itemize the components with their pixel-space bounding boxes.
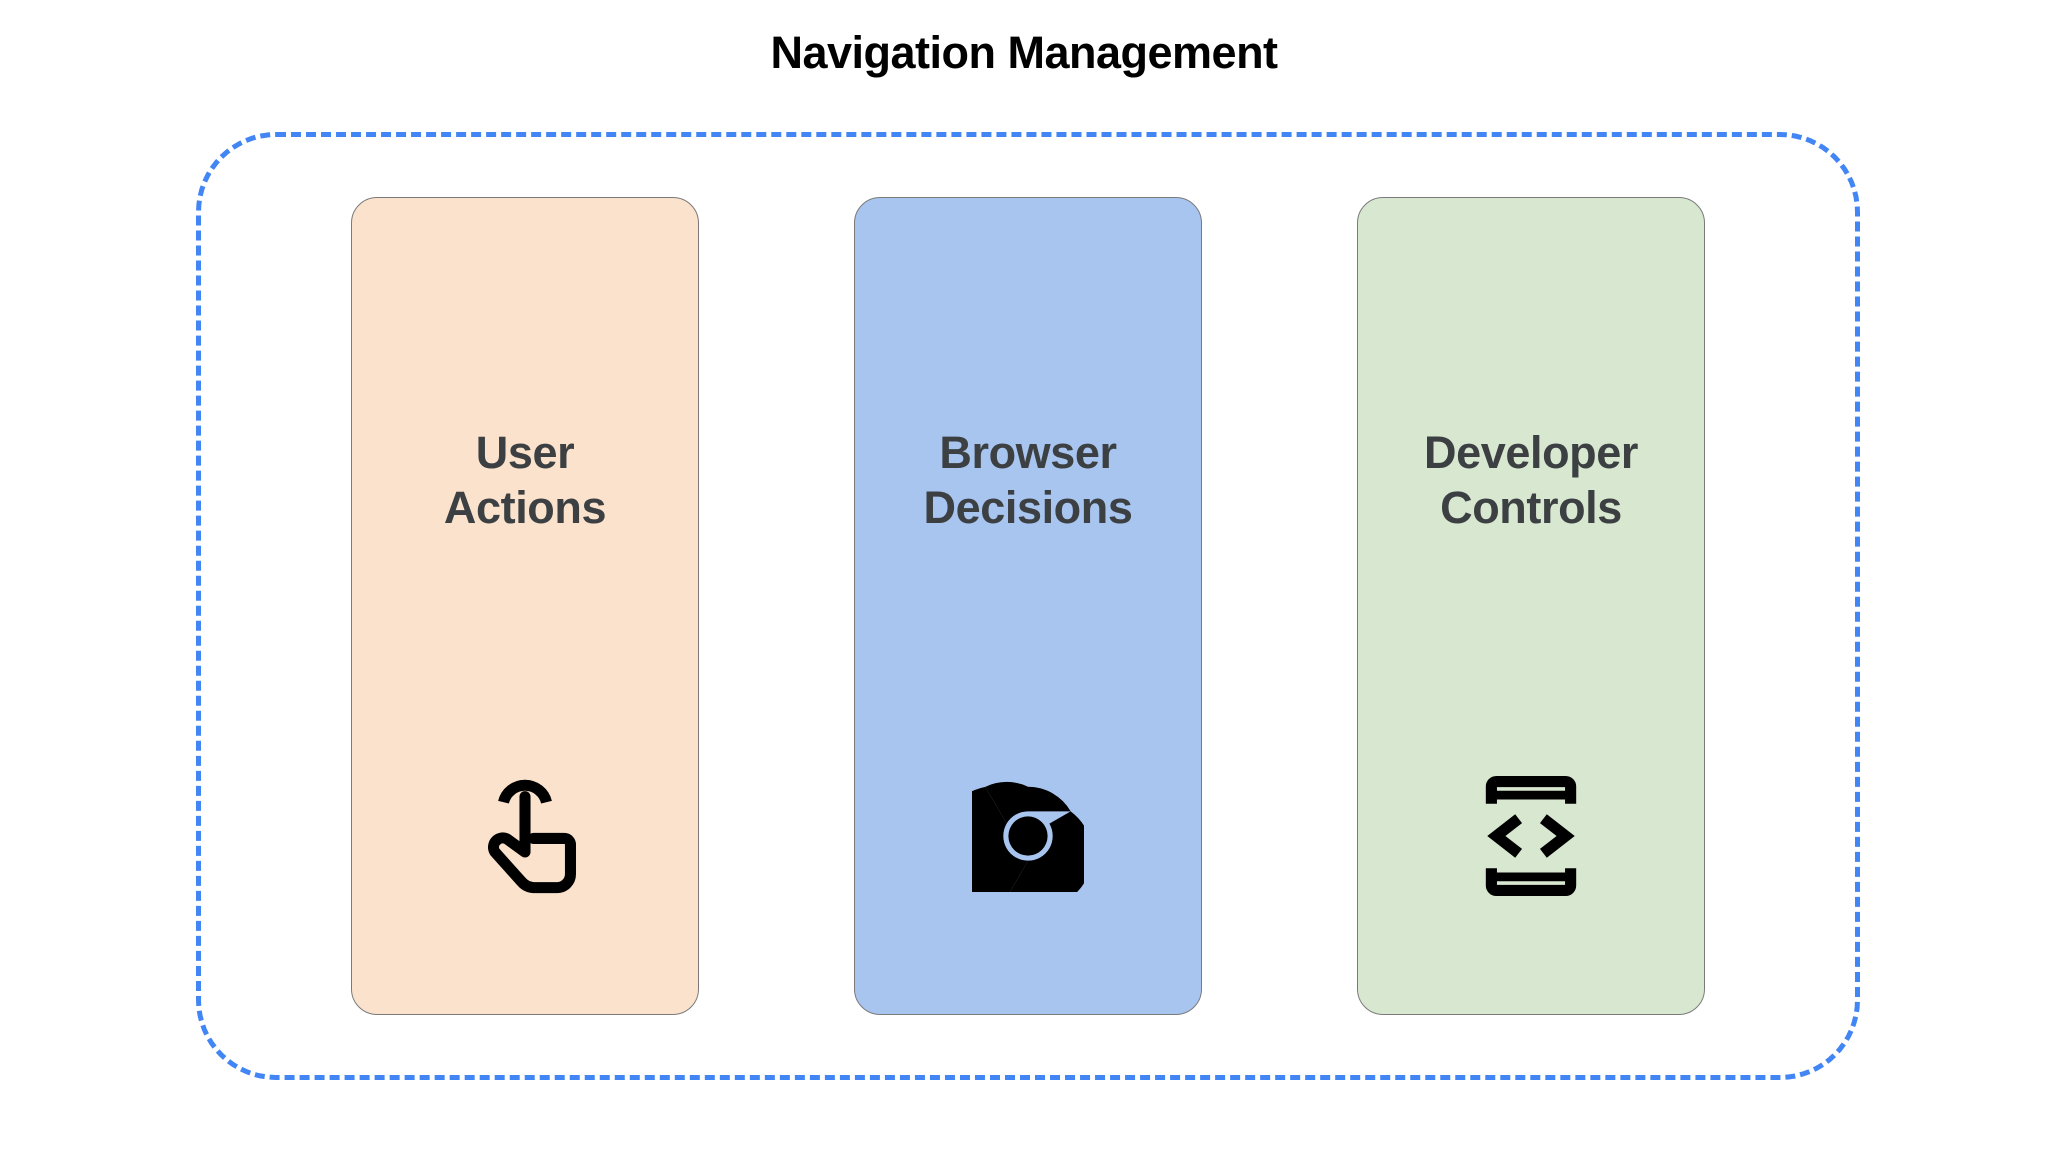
page-title: Navigation Management <box>770 27 1278 78</box>
card-user-actions[interactable]: User Actions <box>351 197 699 1015</box>
card-label-developer-controls: Developer Controls <box>1424 427 1638 533</box>
chrome-logo-icon <box>855 776 1201 896</box>
cards-row: User Actions Browser Decisions <box>196 132 1860 1080</box>
card-browser-decisions[interactable]: Browser Decisions <box>854 197 1202 1015</box>
card-developer-controls[interactable]: Developer Controls <box>1357 197 1705 1015</box>
card-label-user-actions: User Actions <box>443 427 607 533</box>
developer-mode-icon <box>1358 775 1704 897</box>
touch-app-icon <box>352 776 698 896</box>
card-label-browser-decisions: Browser Decisions <box>923 427 1133 533</box>
dashed-group-container <box>196 132 1860 1080</box>
